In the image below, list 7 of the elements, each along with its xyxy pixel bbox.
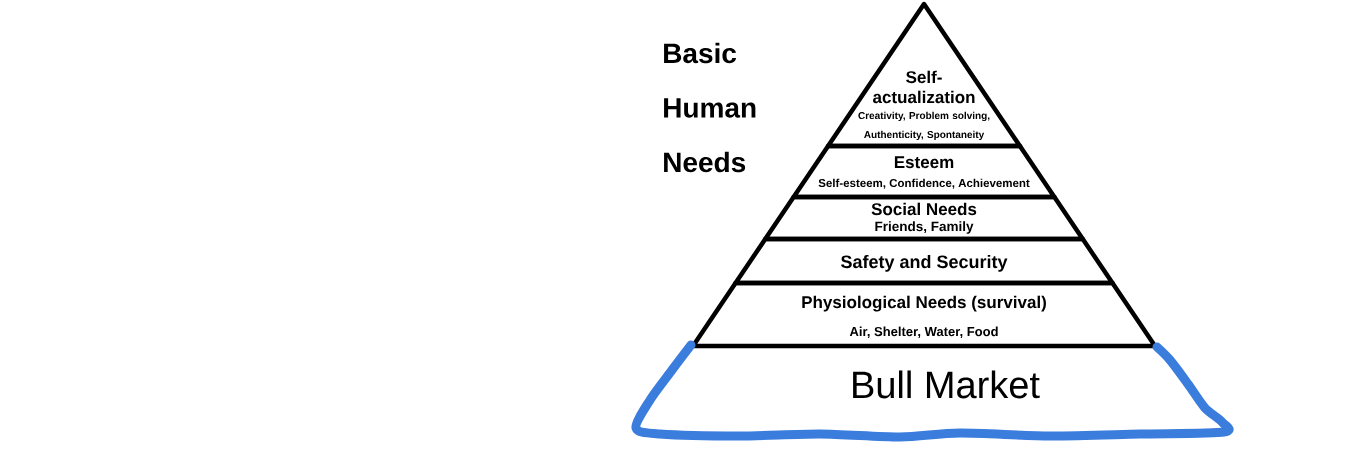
pyramid-band: Safety and Security: [733, 236, 1115, 286]
pyramid-band: Social Needs Friends, Family: [763, 194, 1085, 242]
pyramid-top-triangle: Self-actualization Creativity, Problem solving, Authenticity, Spontaneity: [825, 1, 1023, 149]
title: Basic Human Needs: [664, 42, 756, 173]
base-band: Bull Market: [631, 340, 1234, 442]
pyramid-band: Physiological Needs (survival) Air, Shelter, Water, Food: [690, 280, 1158, 349]
pyramid-band: Esteem Self-esteem, Confidence, Achievement: [791, 143, 1057, 200]
